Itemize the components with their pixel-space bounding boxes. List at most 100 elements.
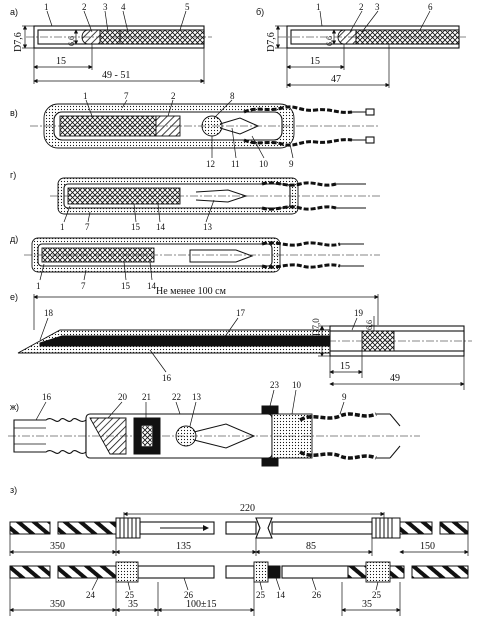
dim-overall: 220 [240, 503, 255, 514]
clamp-23-bottom [261, 457, 279, 467]
panel-v: в) 1 7 2 8 12 11 10 9 [10, 91, 380, 169]
dim-overall: Не менее 100 см [156, 286, 227, 297]
callout-2: 2 [359, 2, 364, 12]
twisted-wire-9 [299, 412, 377, 422]
dim-inner-d: 6,6 [365, 320, 374, 330]
panel-a-letter: а) [10, 7, 18, 17]
callout-8: 8 [230, 91, 235, 101]
tube-26 [281, 565, 349, 579]
callouts-d: 1 7 15 14 [36, 261, 157, 291]
coupling-right [371, 517, 401, 539]
tube-segment [225, 521, 257, 535]
callout-17: 17 [236, 308, 246, 318]
dim-len-total: 49 [390, 373, 400, 384]
callout-2: 2 [171, 91, 176, 101]
callouts-g: 1 7 15 14 13 [60, 199, 215, 232]
dim-inner-d: 6,6 [67, 36, 76, 46]
panel-e-letter: е) [10, 292, 18, 302]
callout-15: 15 [131, 222, 141, 232]
panel-e: е) Не менее 100 см 18 17 16 19 D7,0 6,6 … [10, 286, 472, 390]
callout-11: 11 [231, 159, 240, 169]
panel-d-letter: д) [10, 234, 18, 244]
callout-7: 7 [81, 281, 86, 291]
callout-25: 25 [372, 590, 382, 600]
callout-3: 3 [103, 2, 108, 12]
callout-26: 26 [312, 590, 322, 600]
coupling-middle [255, 517, 273, 539]
dim-c: 35 [362, 599, 372, 610]
callout-13: 13 [192, 392, 202, 402]
callout-19: 19 [354, 308, 364, 318]
dim-len-short: 15 [310, 56, 320, 67]
panel-g: г) 1 7 15 14 13 [10, 170, 380, 232]
callout-18: 18 [44, 308, 54, 318]
callout-7: 7 [124, 91, 129, 101]
callout-15: 15 [121, 281, 131, 291]
sleeve-25-left [115, 561, 139, 583]
callout-1: 1 [60, 222, 65, 232]
sensor-14 [267, 565, 281, 579]
tube-segment [225, 565, 255, 579]
cable-segment [9, 565, 51, 579]
panel-zh: ж) 16 20 21 22 13 23 [8, 380, 420, 467]
plug-2 [337, 29, 357, 45]
callouts-zh: 16 20 21 22 13 23 10 9 [35, 380, 347, 427]
cable-segment [399, 521, 433, 535]
panel-z: з) 220 350 135 85 150 [9, 485, 469, 616]
dim-len-short: 15 [340, 361, 350, 372]
callouts-a: 1 2 3 4 5 [44, 2, 190, 33]
cable-segment [439, 521, 469, 535]
callout-7: 7 [85, 222, 90, 232]
callout-23: 23 [270, 380, 280, 390]
callout-24: 24 [86, 590, 96, 600]
panel-z-letter: з) [10, 485, 17, 495]
cable-segment [9, 521, 51, 535]
core-17 [39, 335, 331, 347]
callouts-z: 24 25 26 25 14 26 25 [86, 577, 382, 600]
callout-9: 9 [342, 392, 347, 402]
panel-b-letter: б) [256, 7, 264, 17]
dim-right-mid: 85 [306, 541, 316, 552]
callout-1: 1 [36, 281, 41, 291]
callout-25: 25 [256, 590, 266, 600]
dim-left: 350 [50, 599, 65, 610]
callout-1: 1 [316, 2, 321, 12]
callout-6: 6 [428, 2, 433, 12]
callout-4: 4 [121, 2, 126, 12]
callout-14: 14 [276, 590, 286, 600]
callouts-b: 1 2 3 6 [316, 2, 433, 33]
dim-outer-d: D7,6 [266, 32, 277, 52]
dim-middle: 135 [176, 541, 191, 552]
dim-right: 150 [420, 541, 435, 552]
panel-d: д) 1 7 15 14 [10, 234, 380, 291]
callout-10: 10 [259, 159, 269, 169]
callout-21: 21 [142, 392, 151, 402]
callout-12: 12 [206, 159, 215, 169]
wire-end [365, 108, 375, 116]
coupling-left [115, 517, 141, 539]
dim-b: 100±15 [186, 599, 217, 610]
plug-2 [81, 29, 101, 45]
callout-9: 9 [289, 159, 294, 169]
dim-len-short: 15 [56, 56, 66, 67]
dim-outer-d: D7,0 [311, 318, 321, 336]
panel-zh-letter: ж) [10, 402, 19, 412]
callouts-e: 18 17 16 19 [39, 308, 364, 383]
panel-a: а) 1 2 3 4 5 D7,6 6,6 15 [10, 2, 212, 84]
panel-b: б) 1 2 3 6 D7,6 6,6 15 47 [256, 2, 466, 88]
dim-outer-d: D7,6 [13, 32, 24, 52]
cable-segment [57, 521, 117, 535]
dim-len-total: 47 [331, 74, 341, 85]
sleeve-25-middle [253, 561, 269, 583]
clamp-23-top [261, 405, 279, 415]
twisted-wire-9 [243, 105, 353, 114]
callout-1: 1 [44, 2, 49, 12]
tube-26 [137, 565, 215, 579]
callout-26: 26 [184, 590, 194, 600]
callout-13: 13 [203, 222, 213, 232]
tube-segment [271, 521, 373, 535]
callout-1: 1 [83, 91, 88, 101]
callout-22: 22 [172, 392, 181, 402]
